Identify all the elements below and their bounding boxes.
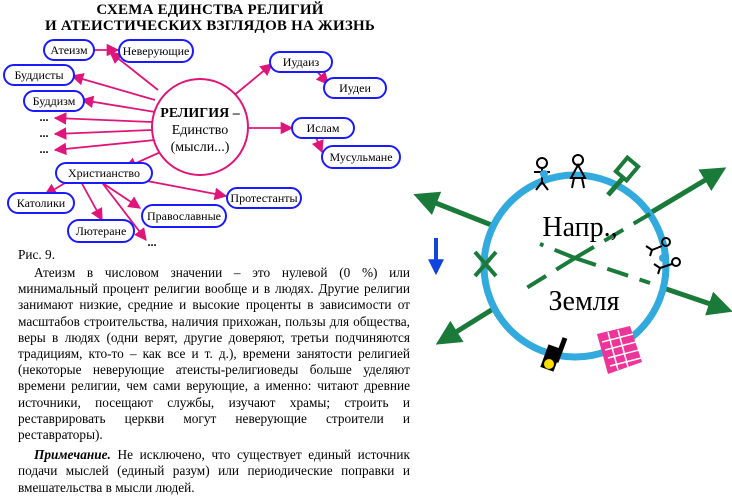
- node-musulmane: [321, 145, 401, 169]
- node-katoliki: [7, 192, 75, 214]
- title-line-2: И АТЕИСТИЧЕСКИХ ВЗГЛЯДОВ НА ЖИЗНЬ: [45, 18, 375, 34]
- label-katoliki: Католики: [17, 196, 66, 210]
- label-dots4: ...: [148, 235, 157, 249]
- people-right-icon: [645, 237, 681, 275]
- title-line-1: СХЕМА ЕДИНСТВА РЕЛИГИЙ: [96, 2, 324, 18]
- globe-circle: [480, 171, 670, 361]
- traffic-light-icon: [540, 337, 568, 372]
- label-protestanty: Протестанты: [230, 191, 297, 205]
- label-pravoslavnye: Православные: [147, 209, 221, 223]
- center-line3: (мысли...): [171, 140, 230, 155]
- globe-line1: Напр.,: [542, 212, 617, 243]
- node-protestanty: [226, 187, 302, 209]
- label-musulmane: Мусульмане: [329, 150, 392, 164]
- green-x-mark: [473, 250, 498, 278]
- label-iudaizm: Иудаиз: [283, 55, 320, 69]
- religion-diagram: РЕЛИГИЯ – Единство (мысли...) Атеизм Нев…: [3, 39, 401, 249]
- people-top-icon: [534, 154, 587, 191]
- center-circle: [151, 78, 249, 176]
- center-line2: Единство: [172, 123, 229, 138]
- green-arrows: [413, 167, 732, 345]
- node-pravoslavnye: [141, 204, 227, 228]
- node-khristianstvo: [55, 162, 153, 184]
- note-label: Примечание.: [34, 447, 111, 463]
- label-dots2: ...: [40, 126, 49, 140]
- body-text: Атеизм в числовом значении – это нулевой…: [18, 265, 410, 496]
- node-buddizm: [23, 90, 85, 112]
- node-islam: [291, 117, 355, 139]
- label-dots3: ...: [40, 142, 49, 156]
- node-iudei: [323, 77, 387, 99]
- building-icon: [597, 326, 642, 374]
- label-neveruyushchie: Неверующие: [123, 44, 190, 58]
- label-khristianstvo: Христианство: [68, 166, 140, 180]
- label-buddisty: Буддисты: [14, 68, 63, 82]
- label-buddizm: Буддизм: [33, 94, 76, 108]
- label-lyuterane: Лютеране: [76, 224, 127, 238]
- node-ateizm: [43, 39, 95, 61]
- figure-caption: Рис. 9.: [18, 247, 56, 262]
- label-islam: Ислам: [307, 121, 340, 135]
- tree-icon: [606, 154, 641, 197]
- label-iudei: Иудеи: [339, 81, 371, 95]
- label-dots1: ...: [40, 110, 49, 124]
- node-lyuterane: [67, 219, 135, 243]
- paragraph-1: Атеизм в числовом значении – это нулевой…: [18, 265, 410, 443]
- inner-dashes: [518, 212, 652, 294]
- node-iudaizm: [269, 51, 333, 73]
- label-ateizm: Атеизм: [50, 43, 88, 57]
- globe-line2: Земля: [548, 286, 619, 317]
- node-buddisty: [3, 64, 75, 86]
- center-line1: РЕЛИГИЯ –: [160, 106, 240, 121]
- node-neveruyushchie: [118, 39, 194, 63]
